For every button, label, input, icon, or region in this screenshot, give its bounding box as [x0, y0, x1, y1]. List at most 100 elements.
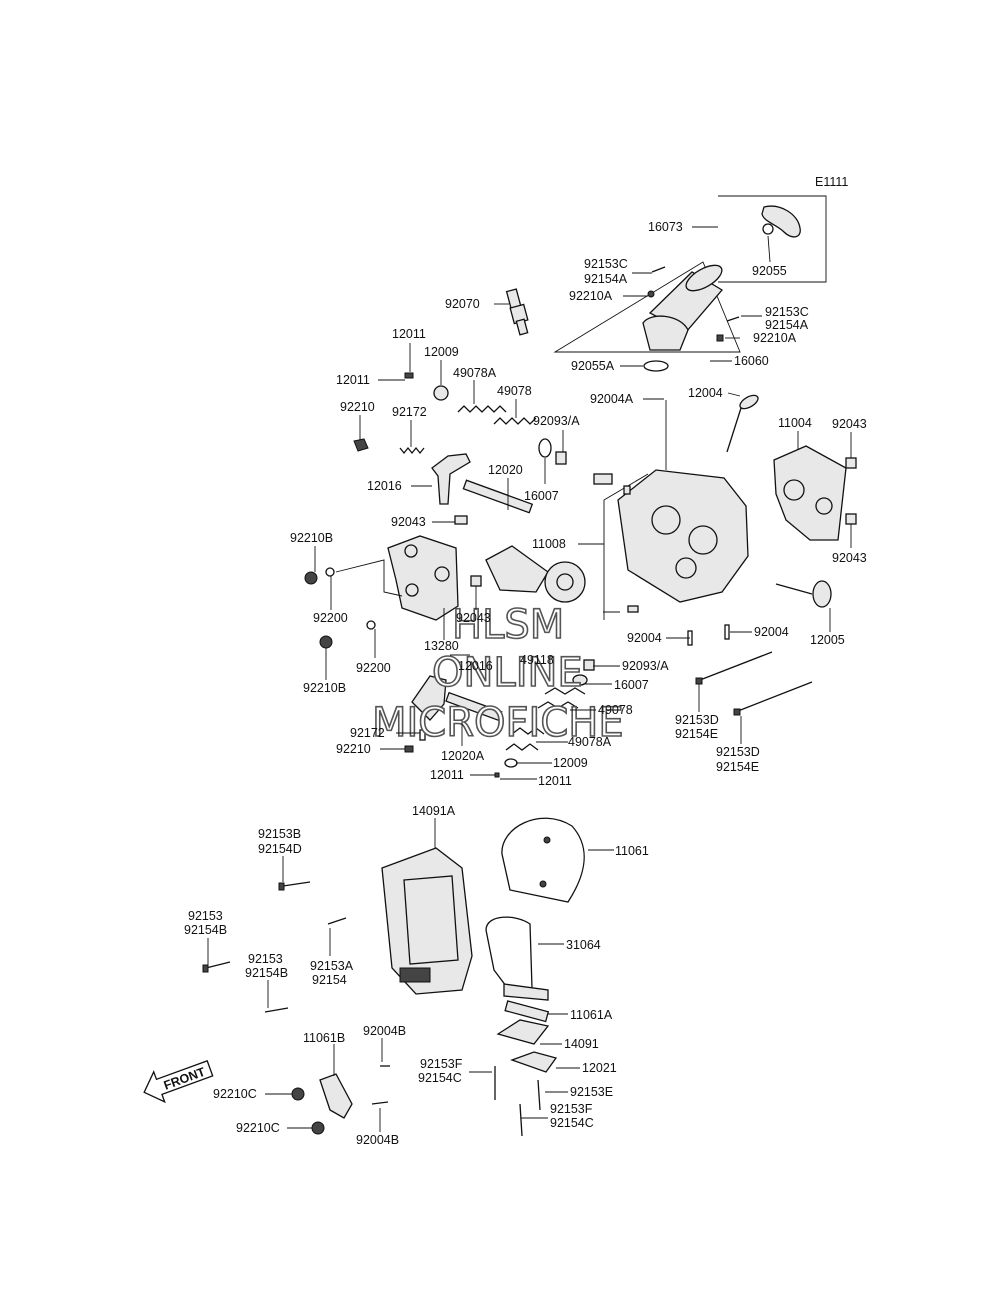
part-label: 49078A: [453, 366, 497, 380]
part-label: 92153: [188, 909, 223, 923]
camshaft-holder: [304, 535, 459, 649]
part-label: 92004: [754, 625, 789, 639]
part-label: 92055A: [571, 359, 615, 373]
svg-text:ONLINE: ONLINE: [432, 650, 583, 696]
part-label: 92093/A: [622, 659, 669, 673]
part-label: 11061A: [570, 1008, 613, 1022]
part-label: 92004B: [363, 1024, 406, 1038]
part-label: 92043: [832, 551, 867, 565]
head-gasket: [773, 445, 857, 541]
part-label: 12009: [553, 756, 588, 770]
part-label: 92153B: [258, 827, 301, 841]
part-label: 92154: [312, 973, 347, 987]
part-label: 92210B: [303, 681, 346, 695]
part-label: 92153F: [420, 1057, 463, 1071]
front-arrow: FRONT: [143, 1060, 214, 1104]
lower-rocker-parts: [404, 659, 595, 778]
part-label: 92153: [248, 952, 283, 966]
part-label: 16007: [614, 678, 649, 692]
cylinder-head: [593, 400, 749, 620]
part-label: 92154A: [765, 318, 809, 332]
reed-pipe-31064: [485, 916, 558, 1073]
part-label: 92172: [392, 405, 427, 419]
part-label: 92200: [356, 661, 391, 675]
part-labels: 16073 92055 92153C 92154A 92210A 92070 9…: [184, 220, 867, 1147]
camshaft-sprocket: [470, 545, 586, 603]
part-label: 49078A: [568, 735, 612, 749]
part-label: 12016: [367, 479, 402, 493]
part-label: 92004: [627, 631, 662, 645]
part-label: 92153C: [584, 257, 628, 271]
part-label: 92004B: [356, 1133, 399, 1147]
part-label: 92153D: [716, 745, 760, 759]
part-label: 16060: [734, 354, 769, 368]
part-label: 13280: [424, 639, 459, 653]
part-label: 12011: [392, 327, 426, 341]
part-label: 92055: [752, 264, 787, 278]
part-label: 92153D: [675, 713, 719, 727]
part-label: 12011: [336, 373, 370, 387]
part-label: 12021: [582, 1061, 617, 1075]
part-label: 92154B: [245, 966, 288, 980]
part-label: 11004: [778, 416, 812, 430]
part-label: 49078: [497, 384, 532, 398]
part-label: 92153A: [310, 959, 354, 973]
cover-gasket-11061: [501, 817, 585, 903]
part-label: 12011: [430, 768, 464, 782]
part-label: 11061: [615, 844, 649, 858]
part-label: 92210B: [290, 531, 333, 545]
part-label: 92210: [340, 400, 375, 414]
part-label: 92070: [445, 297, 480, 311]
part-label: 12005: [810, 633, 845, 647]
part-label: 12016: [458, 659, 493, 673]
diagram-code: E1111: [815, 175, 848, 189]
head-cover: [381, 847, 473, 995]
part-label: 92154D: [258, 842, 302, 856]
part-label: 92172: [350, 726, 385, 740]
part-label: 92153E: [570, 1085, 613, 1099]
part-label: 14091: [564, 1037, 599, 1051]
part-label: 92153C: [765, 305, 809, 319]
part-label: 92210C: [213, 1087, 257, 1101]
part-label: 92154B: [184, 923, 227, 937]
part-label: 92210: [336, 742, 371, 756]
svg-text:HLSM: HLSM: [452, 602, 564, 648]
part-label: 16073: [648, 220, 683, 234]
rocker-arm-parts: [353, 372, 567, 525]
part-label: 12009: [424, 345, 459, 359]
valves: [627, 394, 832, 646]
part-label: 49078: [598, 703, 633, 717]
svg-text:MICROFICHE: MICROFICHE: [372, 700, 624, 746]
part-label: 92004A: [590, 392, 634, 406]
part-label: 92043: [391, 515, 426, 529]
part-label: 12020A: [441, 749, 485, 763]
long-studs: [695, 651, 813, 716]
intake-pipe-16060: [553, 261, 741, 353]
part-label: 92210A: [753, 331, 797, 345]
part-label: 16007: [524, 489, 559, 503]
part-label: 92043: [456, 611, 491, 625]
part-label: 92093/A: [533, 414, 580, 428]
part-label: 11061B: [303, 1031, 345, 1045]
part-label: 92154C: [418, 1071, 462, 1085]
part-label: 92210C: [236, 1121, 280, 1135]
part-label: 92153F: [550, 1102, 593, 1116]
part-label: 11008: [532, 537, 566, 551]
part-label: 49118: [520, 653, 554, 667]
part-label: 92154C: [550, 1116, 594, 1130]
intake-callout-box: [718, 195, 827, 283]
leader-lines: [207, 226, 852, 1132]
part-label: 92154E: [716, 760, 759, 774]
part-label: 92154E: [675, 727, 718, 741]
part-label: 92200: [313, 611, 348, 625]
cover-bolts: [202, 881, 541, 1137]
part-label: 14091A: [412, 804, 456, 818]
part-label: 31064: [566, 938, 601, 952]
watermark: HLSM ONLINE MICROFICHE: [371, 601, 624, 747]
part-label: 92043: [832, 417, 867, 431]
intake-bolts: [643, 266, 740, 372]
spark-plug: [505, 288, 529, 336]
part-label: 92210A: [569, 289, 613, 303]
part-label: 12020: [488, 463, 523, 477]
